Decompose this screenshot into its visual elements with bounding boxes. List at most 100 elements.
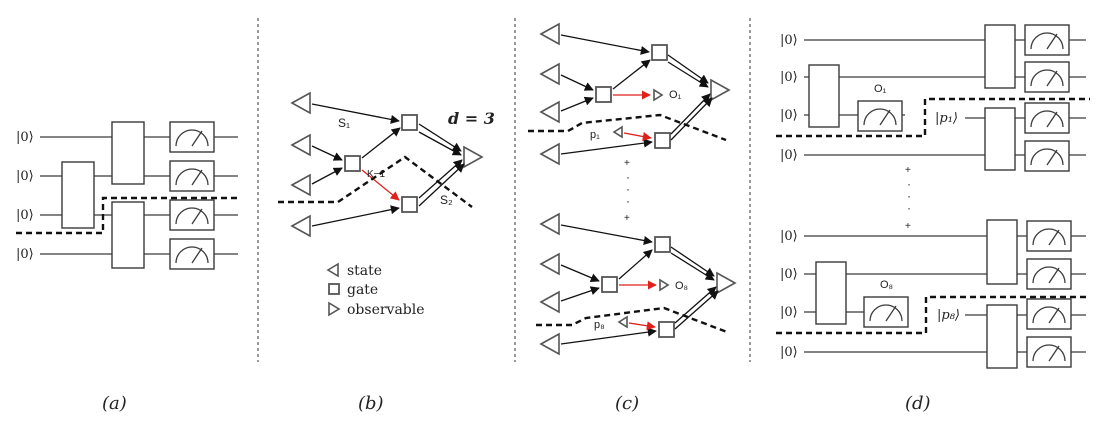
- gate-square: [344, 155, 361, 172]
- o8-label: O₈: [880, 279, 893, 291]
- measurement-meter: [169, 199, 215, 231]
- ellipsis-dot: ·: [626, 194, 630, 208]
- observable-small: [653, 88, 664, 102]
- gate: [61, 161, 95, 229]
- edge-arrow: [418, 131, 462, 156]
- state-triangle: [539, 212, 560, 236]
- measurement-meter: [857, 100, 903, 132]
- edge-arrow: [674, 290, 719, 330]
- edge-arrow: [361, 127, 401, 159]
- cut-line: [776, 295, 1090, 335]
- state-triangle: [290, 214, 311, 238]
- edge-arrow: [311, 145, 343, 161]
- edge-arrow: [560, 96, 594, 112]
- ellipsis-plus: +: [624, 213, 630, 224]
- p8-ket: |p₈⟩: [937, 308, 960, 323]
- gate-square: [401, 196, 418, 213]
- edge-arrow: [667, 61, 709, 88]
- edge-arrow: [560, 74, 594, 91]
- cut-line: [776, 97, 1090, 138]
- edge-arrow-red: [623, 132, 652, 141]
- ellipsis-plus: +: [624, 158, 630, 169]
- ket-label: |0⟩: [16, 208, 34, 223]
- ket-label: |0⟩: [780, 70, 798, 85]
- o8-label: O₈: [675, 280, 688, 292]
- state-triangle: [539, 62, 560, 86]
- edge-arrow: [311, 167, 343, 185]
- measurement-meter: [1026, 258, 1072, 290]
- s1-label: S₁: [338, 116, 350, 130]
- state-triangle: [290, 133, 311, 157]
- gate: [986, 304, 1018, 369]
- gate: [111, 201, 145, 269]
- legend-observable: observable: [347, 302, 425, 318]
- edge-arrow: [418, 159, 463, 199]
- edge-arrow: [667, 54, 709, 84]
- p1-label: p₁: [590, 129, 600, 141]
- gate: [815, 261, 847, 325]
- edge-arrow-red: [628, 321, 656, 331]
- legend-state: state: [347, 263, 382, 279]
- measurement-meter: [1026, 336, 1072, 368]
- ellipsis-dot: ·: [907, 201, 911, 215]
- gate-square: [651, 44, 668, 61]
- observable-triangle: [710, 78, 731, 102]
- measurement-meter: [169, 160, 215, 192]
- edge-arrow-red: [361, 169, 400, 201]
- measurement-meter: [169, 121, 215, 153]
- ellipsis-plus: +: [905, 165, 911, 176]
- legend-gate: gate: [347, 282, 378, 298]
- legend-observable-icon: [328, 301, 341, 317]
- state-triangle: [290, 91, 311, 115]
- k-label: K−1: [367, 169, 386, 180]
- o1-label: O₁: [669, 89, 682, 101]
- ket-label: |0⟩: [780, 267, 798, 282]
- edge-arrow: [560, 224, 653, 245]
- ket-label: |0⟩: [16, 247, 34, 262]
- state-triangle: [539, 290, 560, 314]
- edge-arrow: [560, 138, 653, 155]
- edge-arrow: [311, 103, 400, 124]
- ket-label: |0⟩: [780, 229, 798, 244]
- edge-arrow: [670, 97, 713, 141]
- gate: [808, 64, 840, 128]
- legend-gate-icon: [328, 283, 340, 295]
- measurement-meter: [1024, 140, 1070, 172]
- ket-label: |0⟩: [16, 130, 34, 145]
- ellipsis-dot: ·: [907, 177, 911, 191]
- measurement-meter: [1024, 102, 1070, 134]
- edge-arrow: [560, 34, 650, 55]
- ket-label: |0⟩: [780, 108, 798, 123]
- measurement-meter: [1026, 220, 1072, 252]
- edge-arrow: [618, 249, 653, 280]
- ket-label: |0⟩: [780, 305, 798, 320]
- legend-state-icon: [326, 262, 339, 278]
- ket-label: |0⟩: [780, 148, 798, 163]
- edge-arrow: [560, 327, 657, 345]
- edge-arrow: [418, 163, 465, 207]
- panel-c: O₁ p₁ + · · · + O₈ p₈ (c): [528, 22, 737, 414]
- panel-d: |0⟩ |0⟩ |0⟩ |0⟩ O₁ |p₁⟩ + · · · + |0⟩ |0…: [776, 24, 1090, 414]
- gate-square: [654, 236, 671, 253]
- cut-line: [536, 306, 728, 334]
- edge-arrow: [311, 205, 400, 227]
- edge-arrow: [560, 286, 600, 302]
- state-small: [617, 315, 628, 329]
- state-triangle: [539, 332, 560, 356]
- p1-ket: |p₁⟩: [935, 111, 958, 126]
- panel-b: d = 3 S₁ S₂ K−1 state gate observa: [278, 91, 495, 414]
- measurement-meter: [169, 238, 215, 270]
- p8-label: p₈: [594, 319, 605, 331]
- state-triangle: [539, 252, 560, 276]
- edge-arrow: [670, 252, 715, 281]
- gate-square: [401, 114, 418, 131]
- ellipsis-dot: ·: [626, 170, 630, 184]
- edge-arrow: [612, 59, 651, 90]
- gate-square: [654, 132, 671, 149]
- state-triangle: [539, 142, 560, 166]
- measurement-meter: [1026, 298, 1072, 330]
- observable-small: [659, 278, 670, 292]
- caption-c: (c): [615, 393, 639, 414]
- gate-square: [595, 86, 612, 103]
